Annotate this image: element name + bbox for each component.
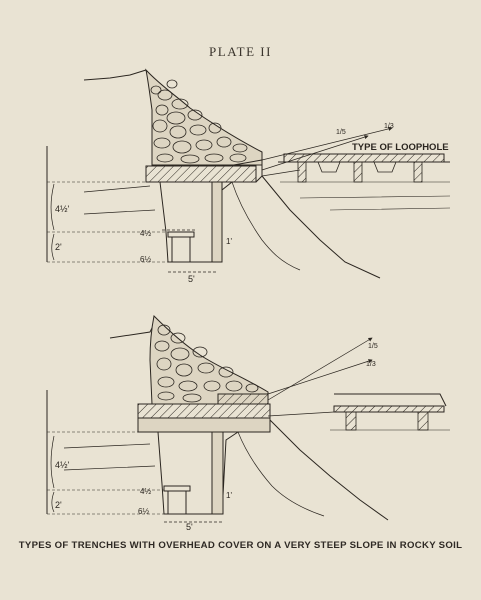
top-left-ground-strata: [83, 185, 156, 215]
plate-caption: TYPES OF TRENCHES WITH OVERHEAD COVER ON…: [18, 540, 463, 551]
bottom-rock-face: [237, 431, 325, 517]
bottom-dim-height-lower: 2': [55, 500, 62, 510]
bottom-support-post: [211, 431, 224, 515]
top-support-post: [211, 181, 223, 263]
bottom-sightline-1: [267, 359, 373, 395]
bottom-rock-stones: [154, 324, 259, 403]
top-loophole-detail: [278, 153, 451, 211]
top-roof-timbers: [145, 165, 257, 183]
bottom-dim-braces: [50, 435, 55, 513]
top-dim-post: 1': [226, 237, 232, 246]
bottom-slope-label-2: 1/3: [366, 361, 376, 368]
bottom-slope-line: [269, 419, 389, 521]
top-sightline-2: [261, 135, 369, 171]
bottom-loophole-block: [217, 393, 269, 405]
top-bench: [167, 231, 195, 262]
bottom-dim-width: 5': [186, 522, 193, 532]
bottom-loophole-detail: [330, 393, 450, 431]
top-rock-face: [231, 181, 301, 271]
bottom-dim-step-height: 4½: [140, 487, 151, 496]
top-dim-step-height: 4½: [140, 229, 151, 238]
top-sightline-3: [261, 169, 301, 177]
top-dim-height-total: 4½': [55, 204, 70, 214]
top-slope-label-2: 1/3: [384, 123, 394, 130]
bottom-roof-timbers-lower: [137, 417, 271, 433]
top-loophole-opening: [227, 159, 263, 183]
bottom-ground-line-left: [109, 319, 157, 339]
bottom-sightline-2: [267, 337, 373, 401]
top-ground-line-left: [83, 69, 147, 81]
top-trench-outline: [159, 181, 233, 263]
bottom-slope-label-1: 1/5: [368, 343, 378, 350]
bottom-trench-figure: 1/5 1/3 4½' 2' 4½ 6½ 5' 1': [46, 314, 450, 532]
bottom-dim-height-total: 4½': [55, 460, 70, 470]
bottom-roof-timbers-upper: [137, 403, 271, 419]
bottom-sightline-3: [267, 411, 335, 417]
plate-title: PLATE II: [209, 44, 272, 59]
top-dim-firestep: 6½: [140, 255, 151, 264]
top-slope-label-1: 1/5: [336, 129, 346, 136]
top-parapet-rocks: [145, 68, 263, 166]
bottom-trench-outline: [157, 431, 239, 515]
top-loophole-label: TYPE OF LOOPHOLE: [352, 142, 449, 153]
bottom-left-ground-strata: [63, 443, 156, 471]
top-dim-braces: [50, 183, 55, 261]
bottom-bench: [163, 485, 191, 514]
top-rock-stones: [150, 79, 248, 164]
top-slope-line: [261, 175, 381, 279]
bottom-dim-post: 1': [226, 491, 232, 500]
top-trench-figure: 1/5 1/3 TYPE OF LOOPHOLE 4½' 2' 4½ 6½ 5'…: [46, 68, 451, 284]
bottom-dim-firestep: 6½: [138, 507, 149, 516]
top-dim-width: 5': [188, 274, 195, 284]
top-dim-height-lower: 2': [55, 242, 62, 252]
